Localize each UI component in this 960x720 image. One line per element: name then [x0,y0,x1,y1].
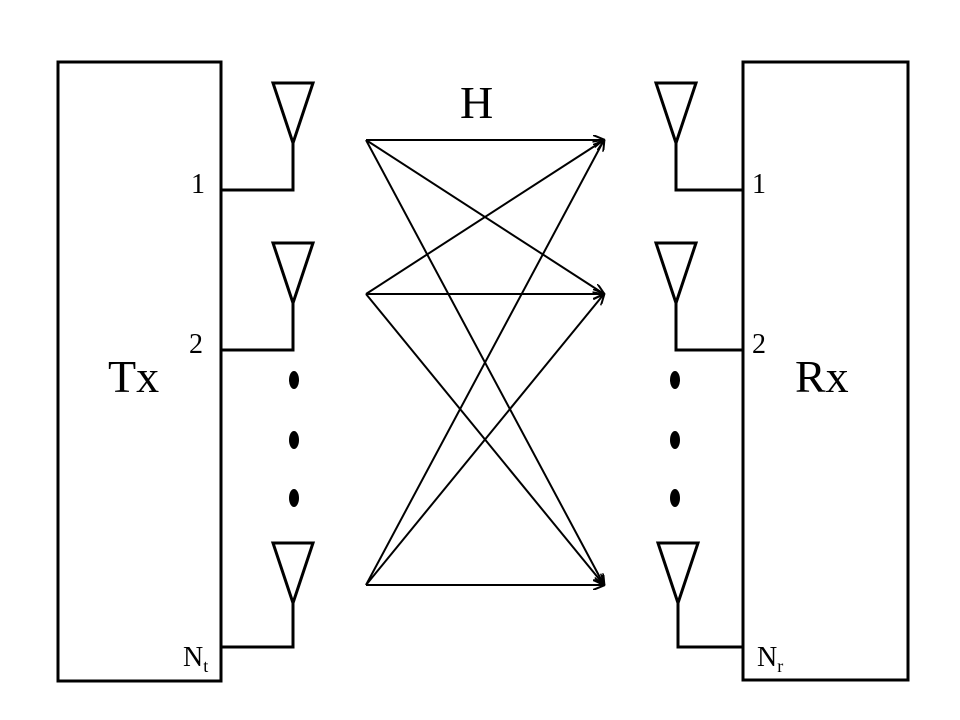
path-2-1 [365,140,604,295]
rx-box [741,60,910,682]
rx-ellipsis [670,371,680,507]
rx-port-1-label: 1 [752,169,766,200]
tx-port-n-subscript: t [203,656,208,676]
rx-port-n-label: Nr [757,642,783,676]
tx-antenna-2 [221,241,316,352]
rx-port-n-main: N [757,642,777,673]
rx-antenna-2 [653,241,743,352]
path-n-2 [365,294,604,586]
rx-port-n-subscript: r [777,656,783,676]
tx-port-1-label: 1 [191,169,205,200]
tx-box [56,60,223,683]
tx-port-2-label: 2 [189,329,203,360]
tx-port-n-label: Nt [183,642,208,676]
rx-port-2-label: 2 [752,329,766,360]
tx-ellipsis [289,371,299,507]
channel-label: H [460,77,493,128]
rx-label: Rx [795,351,849,402]
tx-antenna-1 [221,81,316,192]
channel-paths [365,140,604,586]
tx-antenna-n [221,541,316,649]
tx-port-n-main: N [183,642,203,673]
path-n-1 [365,140,604,586]
rx-antenna-n [655,541,743,649]
tx-label: Tx [108,351,159,402]
rx-antenna-1 [653,81,743,192]
